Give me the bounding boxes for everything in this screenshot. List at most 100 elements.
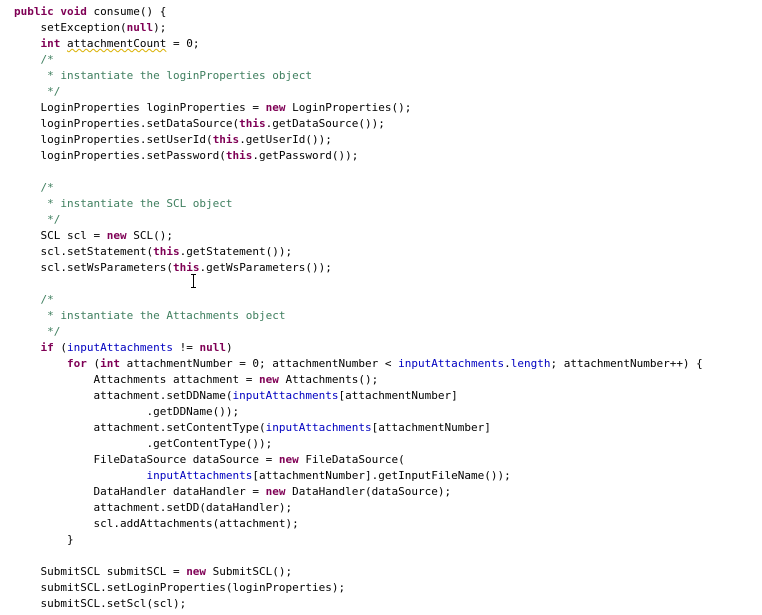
- code-line[interactable]: if (inputAttachments != null): [14, 340, 233, 356]
- code-comment: /*: [14, 293, 54, 306]
- code-line[interactable]: scl.addAttachments(attachment);: [14, 516, 299, 532]
- code-line[interactable]: .getContentType());: [14, 436, 272, 452]
- code-line[interactable]: */: [14, 84, 60, 100]
- code-token: DataHandler(dataSource);: [285, 485, 452, 498]
- code-line[interactable]: submitSCL.setScl(scl);: [14, 596, 186, 612]
- code-token: ): [225, 341, 233, 354]
- code-line[interactable]: attachment.setDD(dataHandler);: [14, 500, 292, 516]
- code-comment: * instantiate the SCL object: [14, 197, 233, 210]
- code-token: LoginProperties();: [285, 101, 412, 114]
- code-line[interactable]: .getDDName());: [14, 404, 239, 420]
- code-line[interactable]: SCL scl = new SCL();: [14, 228, 172, 244]
- code-keyword: void: [60, 5, 87, 18]
- code-token: }: [14, 533, 74, 546]
- code-comment: /*: [14, 181, 54, 194]
- code-token: SubmitSCL();: [206, 565, 293, 578]
- code-token: submitSCL.setLoginProperties(loginProper…: [14, 581, 346, 594]
- code-line[interactable]: scl.setWsParameters(this.getWsParameters…: [14, 260, 332, 276]
- code-comment: */: [14, 325, 61, 338]
- code-token: FileDataSource(: [298, 453, 405, 466]
- code-token: loginProperties.setUserId(: [14, 133, 213, 146]
- code-token: !=: [172, 341, 200, 354]
- code-token: [14, 357, 67, 370]
- code-keyword: new: [259, 373, 279, 386]
- code-token: = 0;: [166, 37, 200, 50]
- code-line[interactable]: /*: [14, 180, 54, 196]
- code-token: .getDataSource());: [265, 117, 385, 130]
- code-token: loginProperties.setPassword(: [14, 149, 226, 162]
- code-line[interactable]: scl.setStatement(this.getStatement());: [14, 244, 292, 260]
- code-line[interactable]: attachment.setContentType(inputAttachmen…: [14, 420, 491, 436]
- code-token: DataHandler dataHandler =: [14, 485, 266, 498]
- code-line[interactable]: Attachments attachment = new Attachments…: [14, 372, 378, 388]
- text-cursor-icon: [191, 274, 196, 288]
- code-token: (: [53, 341, 67, 354]
- code-line[interactable]: inputAttachments[attachmentNumber].getIn…: [14, 468, 511, 484]
- code-line[interactable]: */: [14, 212, 60, 228]
- code-token: SCL scl =: [14, 229, 107, 242]
- code-keyword: null: [199, 341, 226, 354]
- code-line[interactable]: setException(null);: [14, 20, 166, 36]
- code-field: inputAttachments: [398, 357, 505, 370]
- code-line[interactable]: LoginProperties loginProperties = new Lo…: [14, 100, 411, 116]
- code-token: consume() {: [86, 5, 167, 18]
- code-keyword: public: [14, 5, 54, 18]
- code-token: [60, 37, 67, 50]
- code-line[interactable]: DataHandler dataHandler = new DataHandle…: [14, 484, 451, 500]
- code-keyword: null: [126, 21, 154, 34]
- code-token: Attachments attachment =: [14, 373, 260, 386]
- code-token: .getContentType());: [14, 437, 273, 450]
- code-token: (: [86, 357, 101, 370]
- code-comment: */: [14, 85, 61, 98]
- code-token: setException(: [14, 21, 127, 34]
- code-token: [attachmentNumber]: [338, 389, 458, 402]
- code-line[interactable]: int attachmentCount = 0;: [14, 36, 200, 52]
- code-keyword: for: [66, 357, 87, 370]
- code-keyword: new: [106, 229, 127, 242]
- code-line[interactable]: FileDataSource dataSource = new FileData…: [14, 452, 405, 468]
- code-token: .getStatement());: [179, 245, 293, 258]
- code-token: .getUserId());: [239, 133, 332, 146]
- code-keyword: new: [265, 101, 286, 114]
- code-token: .getDDName());: [14, 405, 240, 418]
- code-line[interactable]: * instantiate the loginProperties object: [14, 68, 312, 84]
- code-line[interactable]: * instantiate the Attachments object: [14, 308, 286, 324]
- code-token: .getWsParameters());: [199, 261, 332, 274]
- code-token: [attachmentNumber]: [371, 421, 491, 434]
- code-token: [attachmentNumber].getInputFileName());: [252, 469, 511, 482]
- code-token: ; attachmentNumber++) {: [550, 357, 703, 370]
- code-comment: */: [14, 213, 61, 226]
- code-line[interactable]: loginProperties.setDataSource(this.getDa…: [14, 116, 385, 132]
- code-keyword: new: [278, 453, 299, 466]
- code-keyword: if: [40, 341, 54, 354]
- code-field: inputAttachments: [232, 389, 339, 402]
- code-keyword: new: [265, 485, 286, 498]
- code-line[interactable]: /*: [14, 52, 53, 68]
- code-field: length: [510, 357, 551, 370]
- code-warning-token: attachmentCount: [67, 37, 167, 50]
- code-line[interactable]: public void consume() {: [14, 4, 166, 20]
- code-token: attachment.setDDName(: [14, 389, 233, 402]
- code-line[interactable]: /*: [14, 292, 54, 308]
- code-line[interactable]: * instantiate the SCL object: [14, 196, 233, 212]
- code-line[interactable]: loginProperties.setUserId(this.getUserId…: [14, 132, 332, 148]
- code-line[interactable]: attachment.setDDName(inputAttachments[at…: [14, 388, 458, 404]
- code-field: inputAttachments: [265, 421, 372, 434]
- code-keyword: this: [239, 117, 266, 130]
- code-token: attachment.setContentType(: [14, 421, 266, 434]
- code-token: [14, 341, 41, 354]
- code-line[interactable]: }: [14, 532, 74, 548]
- code-token: scl.addAttachments(attachment);: [14, 517, 299, 530]
- code-token: scl.setStatement(: [14, 245, 154, 258]
- code-token: LoginProperties loginProperties =: [14, 101, 266, 114]
- code-line[interactable]: SubmitSCL submitSCL = new SubmitSCL();: [14, 564, 292, 580]
- code-keyword: int: [100, 357, 120, 370]
- code-line[interactable]: */: [14, 324, 60, 340]
- code-line[interactable]: submitSCL.setLoginProperties(loginProper…: [14, 580, 345, 596]
- code-comment: * instantiate the Attachments object: [14, 309, 286, 322]
- code-token: attachmentNumber = 0; attachmentNumber <: [119, 357, 399, 370]
- code-line[interactable]: for (int attachmentNumber = 0; attachmen…: [14, 356, 703, 372]
- code-token: Attachments();: [278, 373, 379, 386]
- code-line[interactable]: loginProperties.setPassword(this.getPass…: [14, 148, 358, 164]
